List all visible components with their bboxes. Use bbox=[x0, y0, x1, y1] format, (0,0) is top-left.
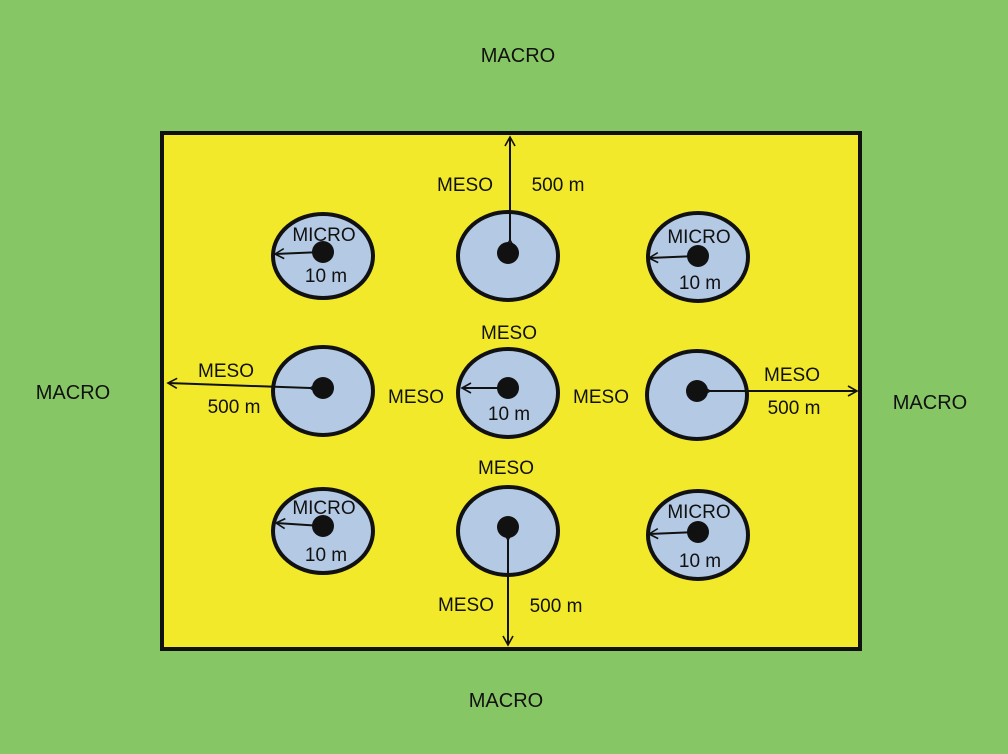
label-micro-bottom-right: MICRO bbox=[667, 502, 730, 523]
label-macro-right: MACRO bbox=[893, 392, 967, 414]
label-meso-left-distance: 500 m bbox=[208, 397, 261, 418]
label-meso-bottom: MESO bbox=[438, 595, 494, 616]
label-meso-right-distance: 500 m bbox=[768, 398, 821, 419]
point-top-center bbox=[497, 242, 519, 264]
point-bottom-right bbox=[687, 521, 709, 543]
label-meso-top-distance: 500 m bbox=[532, 175, 585, 196]
arrow-micro-bottom-left bbox=[274, 517, 323, 530]
point-top-left bbox=[312, 241, 334, 263]
arrow-meso-left bbox=[166, 377, 320, 394]
point-top-right bbox=[687, 245, 709, 267]
label-micro-bottom-left: MICRO bbox=[292, 498, 355, 519]
point-bottom-left bbox=[312, 515, 334, 537]
label-meso-left: MESO bbox=[198, 361, 254, 382]
label-micro-top-left-distance: 10 m bbox=[305, 266, 347, 287]
label-meso-center-below: MESO bbox=[478, 458, 534, 479]
point-bottom-center bbox=[497, 516, 519, 538]
label-micro-bottom-left-distance: 10 m bbox=[305, 545, 347, 566]
label-micro-top-right-distance: 10 m bbox=[679, 273, 721, 294]
arrow-micro-bottom-right bbox=[647, 527, 698, 540]
label-micro-top-right: MICRO bbox=[667, 227, 730, 248]
label-macro-bottom: MACRO bbox=[469, 690, 543, 712]
point-middle-left bbox=[312, 377, 334, 399]
point-center bbox=[497, 377, 519, 399]
point-middle-right bbox=[686, 380, 708, 402]
arrow-micro-top-left bbox=[273, 247, 323, 260]
label-meso-right: MESO bbox=[764, 365, 820, 386]
label-meso-center-above: MESO bbox=[481, 323, 537, 344]
label-meso-center-right: MESO bbox=[573, 387, 629, 408]
label-micro-top-left: MICRO bbox=[292, 225, 355, 246]
label-meso-top: MESO bbox=[437, 175, 493, 196]
arrow-micro-top-right bbox=[647, 251, 698, 264]
label-micro-bottom-right-distance: 10 m bbox=[679, 551, 721, 572]
label-macro-left: MACRO bbox=[36, 382, 110, 404]
label-meso-center-left: MESO bbox=[388, 387, 444, 408]
label-meso-bottom-distance: 500 m bbox=[530, 596, 583, 617]
label-center-distance: 10 m bbox=[488, 404, 530, 425]
label-macro-top: MACRO bbox=[481, 45, 555, 67]
